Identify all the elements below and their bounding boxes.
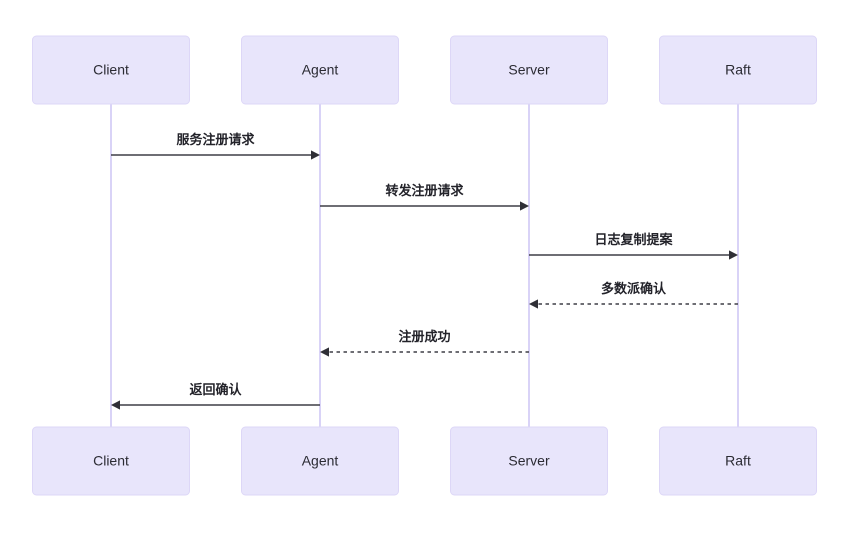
message-label: 转发注册请求 (385, 183, 464, 198)
participant-label: Agent (302, 62, 339, 78)
message-arrowhead-icon (520, 201, 529, 211)
participant-raft-bottom[interactable]: Raft (659, 426, 817, 496)
message-label: 注册成功 (398, 329, 450, 344)
participant-label: Raft (725, 453, 751, 469)
message-label: 多数派确认 (601, 281, 667, 296)
participant-label: Raft (725, 62, 751, 78)
participant-server-top[interactable]: Server (450, 35, 608, 105)
message-label: 服务注册请求 (176, 132, 255, 147)
participant-raft-top[interactable]: Raft (659, 35, 817, 105)
participant-box (450, 426, 608, 496)
participant-label: Server (508, 62, 550, 78)
participant-agent-bottom[interactable]: Agent (241, 426, 399, 496)
message-arrowhead-icon (311, 150, 320, 160)
message-arrowhead-icon (111, 400, 120, 410)
participant-server-bottom[interactable]: Server (450, 426, 608, 496)
participant-box (450, 35, 608, 105)
participant-label: Server (508, 453, 550, 469)
message-6-agent-to-client: 返回确认 (111, 382, 320, 410)
message-2-agent-to-server: 转发注册请求 (320, 183, 529, 211)
participant-box (659, 426, 817, 496)
message-1-client-to-agent: 服务注册请求 (111, 132, 320, 160)
participant-label: Agent (302, 453, 339, 469)
message-arrowhead-icon (529, 299, 538, 309)
participant-agent-top[interactable]: Agent (241, 35, 399, 105)
participant-label: Client (93, 453, 129, 469)
message-3-server-to-raft: 日志复制提案 (529, 232, 738, 260)
message-label: 返回确认 (189, 382, 242, 397)
message-arrowhead-icon (729, 250, 738, 260)
participants-top-layer: Client Agent Server Raft (32, 35, 817, 105)
participant-box (659, 35, 817, 105)
participant-box (32, 35, 190, 105)
participants-bottom-layer: Client Agent Server Raft (32, 426, 817, 496)
message-5-server-to-agent: 注册成功 (320, 329, 529, 357)
message-4-raft-to-server: 多数派确认 (529, 281, 738, 309)
lifelines-layer (110, 104, 739, 427)
participant-box (241, 35, 399, 105)
participant-box (32, 426, 190, 496)
message-label: 日志复制提案 (594, 232, 673, 247)
participant-client-bottom[interactable]: Client (32, 426, 190, 496)
participant-box (241, 426, 399, 496)
message-arrowhead-icon (320, 347, 329, 357)
participant-label: Client (93, 62, 129, 78)
participant-client-top[interactable]: Client (32, 35, 190, 105)
